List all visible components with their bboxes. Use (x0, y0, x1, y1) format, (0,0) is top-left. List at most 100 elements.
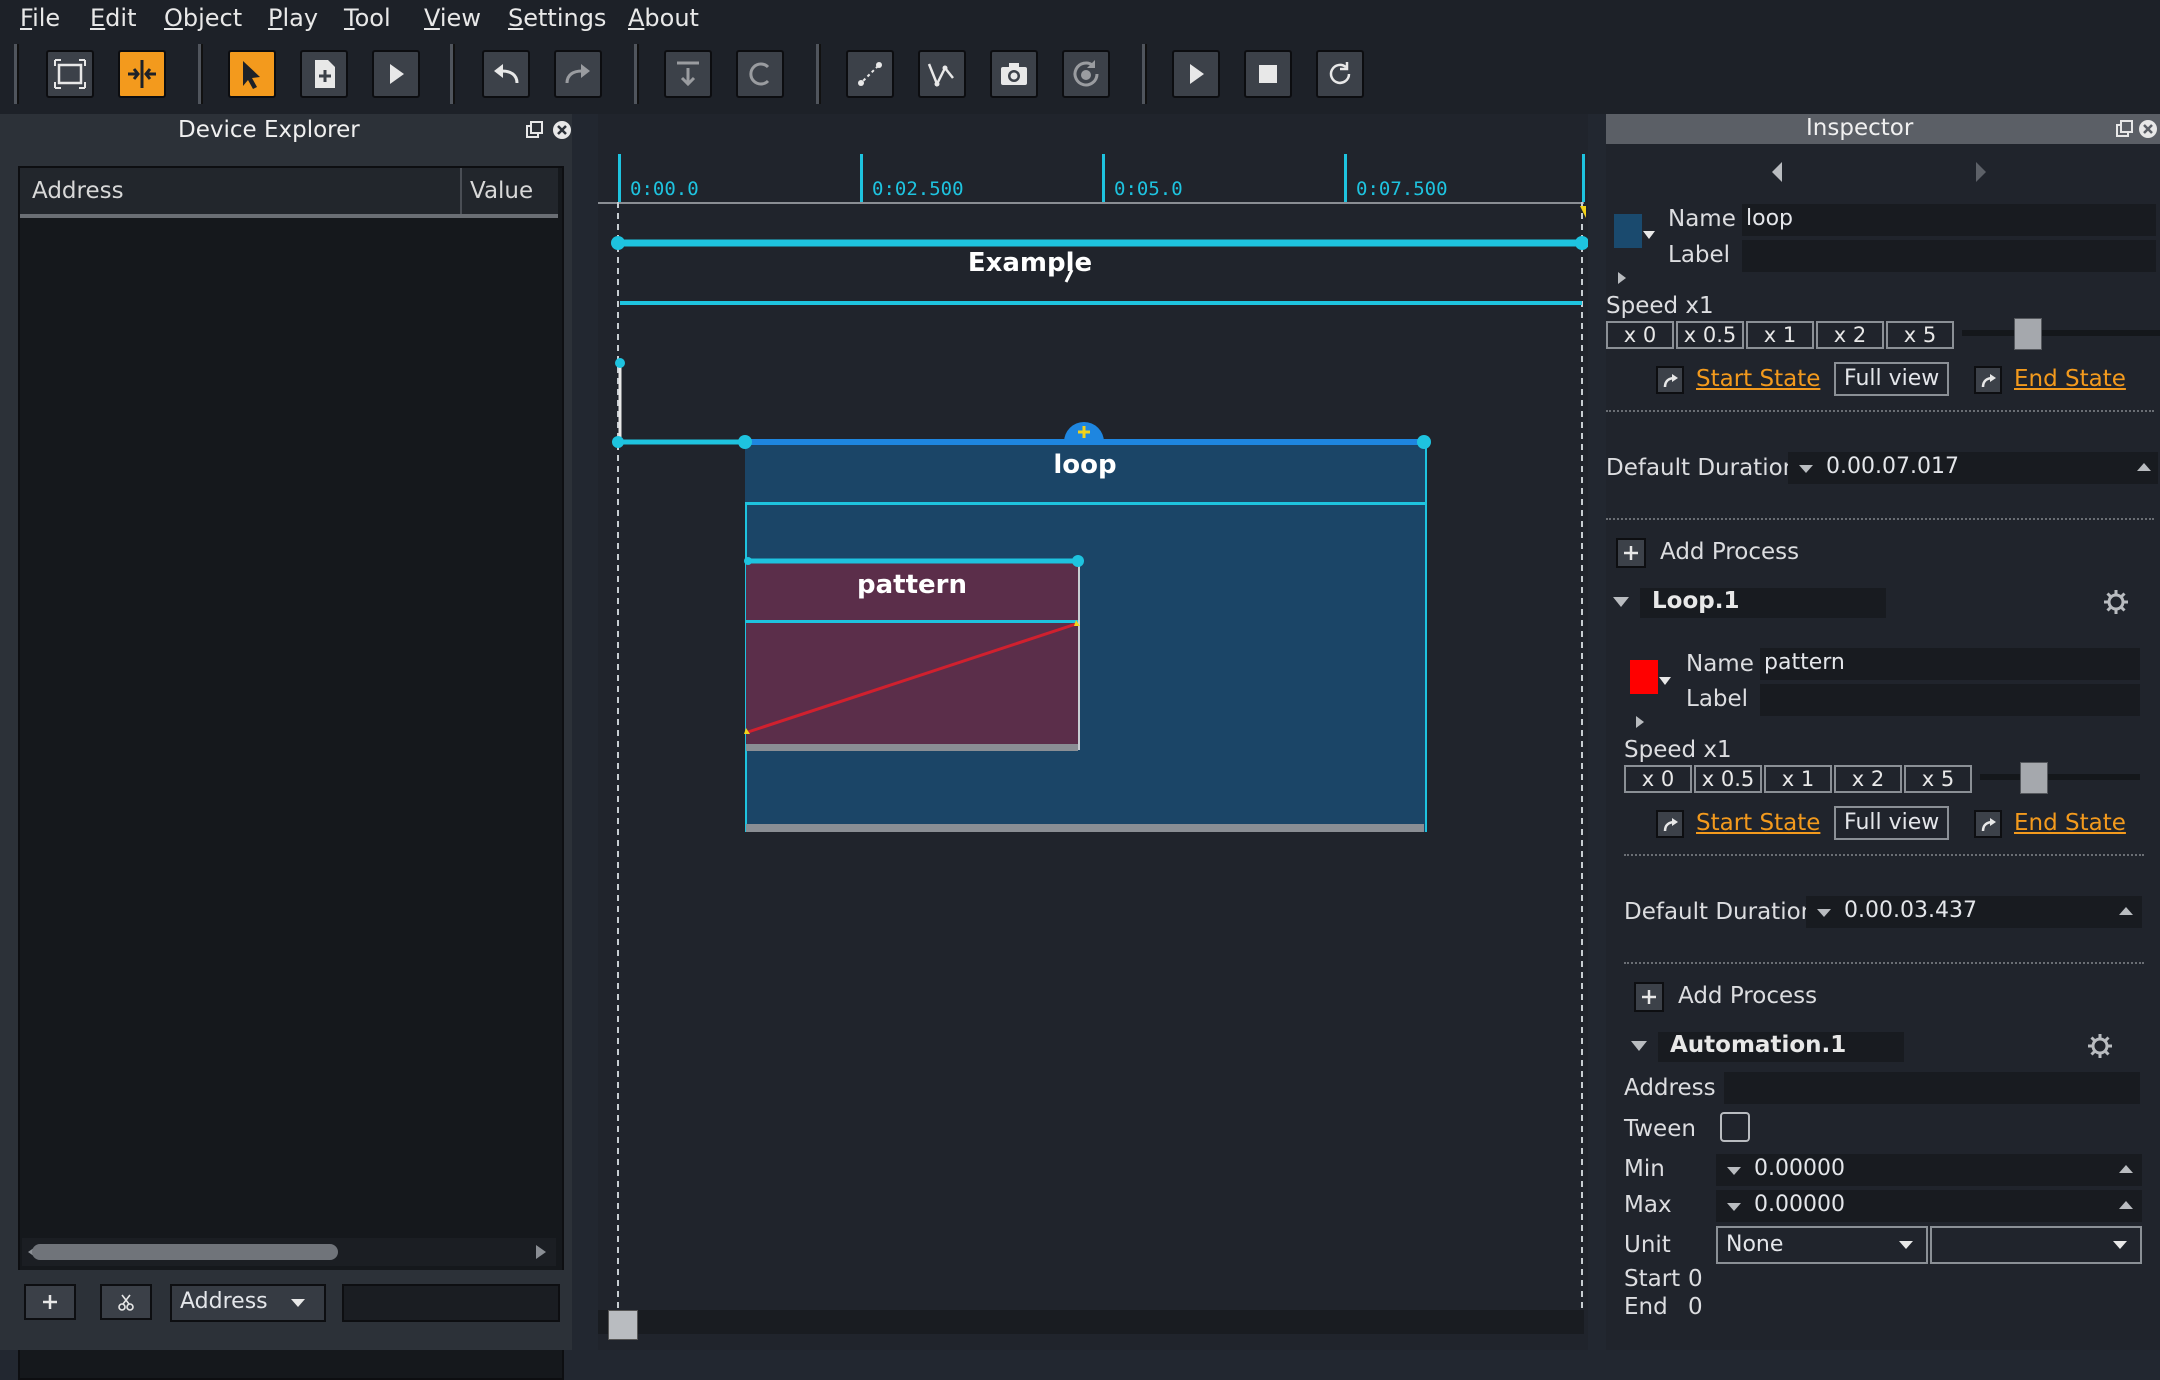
add-process-button[interactable] (1616, 538, 1646, 568)
curve-point-icon[interactable] (744, 728, 750, 734)
select-tool-button[interactable] (228, 50, 276, 98)
speed-x2-button[interactable]: x 2 (1834, 765, 1902, 793)
root-end-state[interactable] (1575, 236, 1588, 250)
loop-process-name[interactable]: Loop.1 (1640, 588, 1886, 618)
spin-up-icon[interactable] (2136, 462, 2152, 472)
speed-x5-button[interactable]: x 5 (1904, 765, 1972, 793)
loop-pre-state[interactable] (612, 436, 624, 448)
interval-label-field[interactable] (1742, 240, 2156, 272)
scrollbar-thumb[interactable] (32, 1244, 338, 1260)
spin-down-icon[interactable] (1798, 464, 1814, 474)
pattern-color-swatch[interactable] (1630, 660, 1658, 694)
history-forward-icon[interactable] (1972, 160, 1990, 184)
min-field[interactable]: 0.00000 (1716, 1154, 2142, 1186)
speed-slider-track[interactable] (1980, 774, 2140, 780)
max-field[interactable]: 0.00000 (1716, 1190, 2142, 1222)
time-ruler[interactable]: 0:00.0 0:02.500 0:05.0 0:07.500 (598, 146, 1585, 204)
speed-x0.5-button[interactable]: x 0.5 (1694, 765, 1762, 793)
refresh-snapshot-button[interactable] (1062, 50, 1110, 98)
pattern-name-field[interactable]: pattern (1760, 648, 2140, 680)
add-process-button[interactable] (1634, 982, 1664, 1012)
filter-input[interactable] (342, 1284, 560, 1322)
end-state-button[interactable] (1974, 810, 2002, 838)
loop-end-state[interactable] (1417, 435, 1431, 449)
close-icon[interactable] (552, 120, 572, 140)
spin-down-icon[interactable] (1726, 1166, 1742, 1176)
zoom-fit-button[interactable] (46, 50, 94, 98)
spin-down-icon[interactable] (1726, 1202, 1742, 1212)
interpolate-button[interactable] (846, 50, 894, 98)
speed-slider-handle[interactable] (2020, 762, 2048, 794)
speed-x0-button[interactable]: x 0 (1606, 321, 1674, 349)
pattern-resize-handle[interactable] (746, 744, 1078, 751)
menu-object[interactable]: Object (164, 4, 243, 32)
curve-point-icon[interactable] (1074, 620, 1080, 626)
learn-button[interactable] (100, 1284, 152, 1320)
full-view-button[interactable]: Full view (1834, 362, 1950, 396)
collapse-arrow-icon[interactable] (1612, 596, 1630, 608)
pattern-label-field[interactable] (1760, 684, 2140, 716)
spin-up-icon[interactable] (2118, 1164, 2134, 1174)
menu-tool[interactable]: Tool (344, 4, 391, 32)
loop-resize-handle[interactable] (746, 824, 1424, 832)
start-state-link[interactable]: Start State (1696, 366, 1821, 392)
pattern-end-state[interactable] (1072, 555, 1084, 567)
stop-button[interactable] (1244, 50, 1292, 98)
end-state-link[interactable]: End State (2014, 366, 2126, 392)
menu-view[interactable]: View (424, 4, 481, 32)
speed-slider-handle[interactable] (2014, 318, 2042, 350)
create-box-button[interactable] (300, 50, 348, 98)
history-back-icon[interactable] (1768, 160, 1786, 184)
speed-x1-button[interactable]: x 1 (1764, 765, 1832, 793)
menu-edit[interactable]: Edit (90, 4, 137, 32)
gear-icon[interactable] (2086, 1032, 2114, 1060)
end-state-button[interactable] (1974, 366, 2002, 394)
start-state-button[interactable] (1656, 810, 1684, 838)
start-state-button[interactable] (1656, 366, 1684, 394)
default-duration-field[interactable]: 0.00.03.437 (1806, 896, 2142, 928)
menu-settings[interactable]: Settings (508, 4, 607, 32)
menu-play[interactable]: Play (268, 4, 319, 32)
start-state-link[interactable]: Start State (1696, 810, 1821, 836)
comment-button[interactable] (736, 50, 784, 98)
reinitialize-button[interactable] (1316, 50, 1364, 98)
unit-secondary-select[interactable] (1930, 1226, 2142, 1264)
automation-curve[interactable] (747, 622, 1077, 734)
expand-arrow-icon[interactable] (1634, 714, 1646, 730)
undo-button[interactable] (482, 50, 530, 98)
snapshot-button[interactable] (990, 50, 1038, 98)
speed-slider-track[interactable] (1962, 330, 2160, 336)
snap-button[interactable] (118, 50, 166, 98)
collapse-arrow-icon[interactable] (1630, 1040, 1648, 1052)
automation-process-name[interactable]: Automation.1 (1658, 1032, 1904, 1062)
speed-x0.5-button[interactable]: x 0.5 (1676, 321, 1744, 349)
play-button[interactable] (1172, 50, 1220, 98)
pattern-start-state[interactable] (744, 557, 752, 565)
merge-down-button[interactable] (664, 50, 712, 98)
speed-x1-button[interactable]: x 1 (1746, 321, 1814, 349)
interval-name-field[interactable]: loop (1742, 204, 2156, 236)
loop-header[interactable]: loop (745, 440, 1425, 505)
scenario-scrollbar[interactable] (598, 1310, 1584, 1334)
menu-file[interactable]: File (20, 4, 61, 32)
speed-x0-button[interactable]: x 0 (1624, 765, 1692, 793)
add-process-label[interactable]: Add Process (1678, 983, 1818, 1009)
add-device-button[interactable] (24, 1284, 76, 1320)
tween-checkbox[interactable] (1720, 1112, 1750, 1142)
full-view-button[interactable]: Full view (1834, 806, 1950, 840)
scroll-right-icon[interactable] (534, 1244, 548, 1260)
trigger-state[interactable] (615, 358, 625, 368)
speed-x5-button[interactable]: x 5 (1886, 321, 1954, 349)
play-tool-button[interactable] (372, 50, 420, 98)
loop-start-state[interactable] (738, 435, 752, 449)
default-duration-field[interactable]: 0.00.07.017 (1788, 452, 2158, 484)
spin-down-icon[interactable] (1816, 908, 1832, 918)
speed-x2-button[interactable]: x 2 (1816, 321, 1884, 349)
column-address[interactable]: Address (32, 178, 124, 204)
unit-select[interactable]: None (1716, 1226, 1928, 1264)
device-tree[interactable] (18, 166, 564, 1380)
curve-button[interactable] (918, 50, 966, 98)
add-process-label[interactable]: Add Process (1660, 539, 1800, 565)
chevron-down-icon[interactable] (1658, 676, 1672, 686)
chevron-down-icon[interactable] (1642, 230, 1656, 240)
